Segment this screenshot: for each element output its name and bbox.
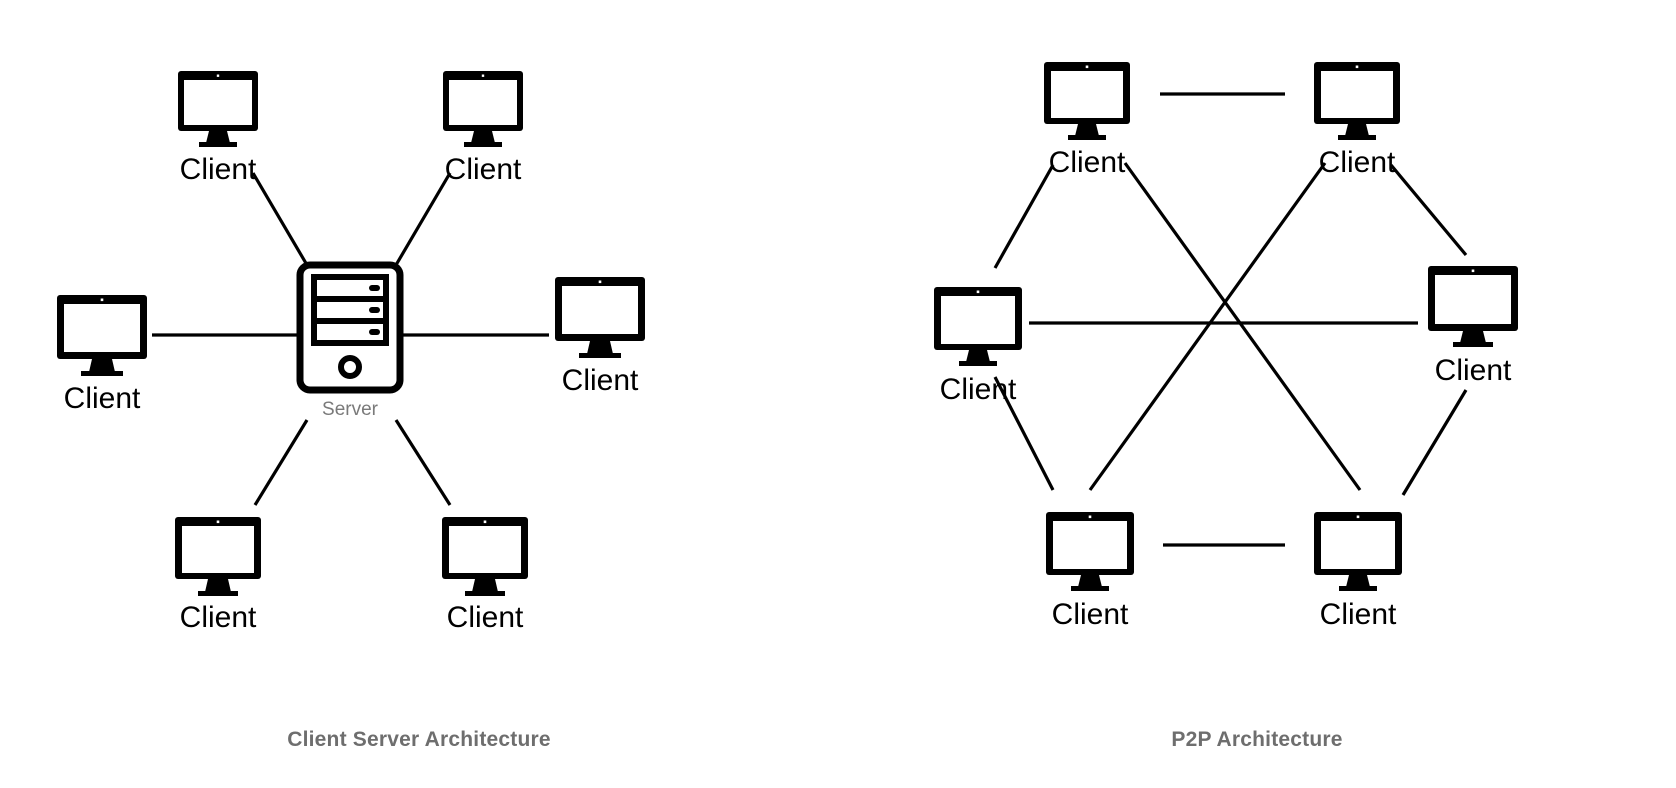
- connection-links-p2p: [993, 92, 1468, 547]
- node-label: Client: [1320, 598, 1397, 631]
- node-label: Client: [1319, 146, 1396, 179]
- p2p-figure: Client Client: [934, 62, 1518, 631]
- node-label: Client: [1435, 354, 1512, 387]
- monitor-icon: [555, 277, 645, 358]
- client-server-figure: Client Client: [57, 71, 645, 634]
- monitor-icon: [57, 295, 147, 376]
- node-label: Client: [64, 382, 141, 415]
- node-label: Client: [562, 364, 639, 397]
- node-label: Client: [1049, 146, 1126, 179]
- node-client-top-right[interactable]: Client: [443, 71, 523, 186]
- node-label: Client: [180, 153, 257, 186]
- monitor-icon: [178, 71, 258, 147]
- link-client-top-right-to-server: [394, 172, 452, 266]
- node-label: Client: [180, 601, 257, 634]
- panel-caption: P2P Architecture: [1171, 728, 1343, 751]
- node-client-left[interactable]: Client: [57, 295, 147, 415]
- node-peer-top-right[interactable]: Client: [1314, 62, 1400, 179]
- panel-caption: Client Server Architecture: [287, 728, 551, 751]
- node-label: Client: [940, 373, 1017, 406]
- monitor-icon: [443, 71, 523, 147]
- node-peer-left[interactable]: Client: [934, 287, 1022, 406]
- node-client-bottom-right[interactable]: Client: [442, 517, 528, 634]
- node-label: Client: [445, 153, 522, 186]
- node-peer-right[interactable]: Client: [1428, 266, 1518, 387]
- node-label: Client: [447, 601, 524, 634]
- link-top-left-to-bottom-right: [1123, 162, 1362, 491]
- link-left-to-bottom-left: [993, 376, 1055, 491]
- link-top-right-to-bottom-left: [1088, 162, 1327, 491]
- node-peer-bottom-left[interactable]: Client: [1046, 512, 1134, 631]
- panel-client-server-architecture: Client Client: [57, 71, 645, 751]
- monitor-icon: [1314, 62, 1400, 140]
- link-client-bottom-right-to-server: [394, 419, 452, 506]
- node-label: Client: [1052, 598, 1129, 631]
- monitor-icon: [1428, 266, 1518, 347]
- server-tower-icon: [296, 261, 404, 394]
- node-peer-top-left[interactable]: Client: [1044, 62, 1130, 179]
- link-top-left-to-left: [993, 164, 1055, 269]
- link-top-right-to-right: [1389, 163, 1468, 257]
- monitor-icon: [1314, 512, 1402, 591]
- monitor-icon: [934, 287, 1022, 366]
- monitor-icon: [175, 517, 261, 596]
- monitor-icon: [442, 517, 528, 596]
- panel-p2p-architecture: Client Client: [838, 0, 1676, 788]
- node-client-right[interactable]: Client: [555, 277, 645, 397]
- node-client-bottom-left[interactable]: Client: [175, 517, 261, 634]
- node-client-top-left[interactable]: Client: [178, 71, 258, 186]
- link-client-bottom-left-to-server: [253, 419, 309, 506]
- server-label: Server: [322, 399, 379, 420]
- monitor-icon: [1046, 512, 1134, 591]
- node-peer-bottom-right[interactable]: Client: [1314, 512, 1402, 631]
- link-client-top-left-to-server: [251, 172, 309, 266]
- link-right-to-bottom-right: [1401, 389, 1468, 496]
- monitor-icon: [1044, 62, 1130, 140]
- connection-links-client-server: [152, 172, 549, 506]
- node-server[interactable]: Server: [296, 261, 404, 420]
